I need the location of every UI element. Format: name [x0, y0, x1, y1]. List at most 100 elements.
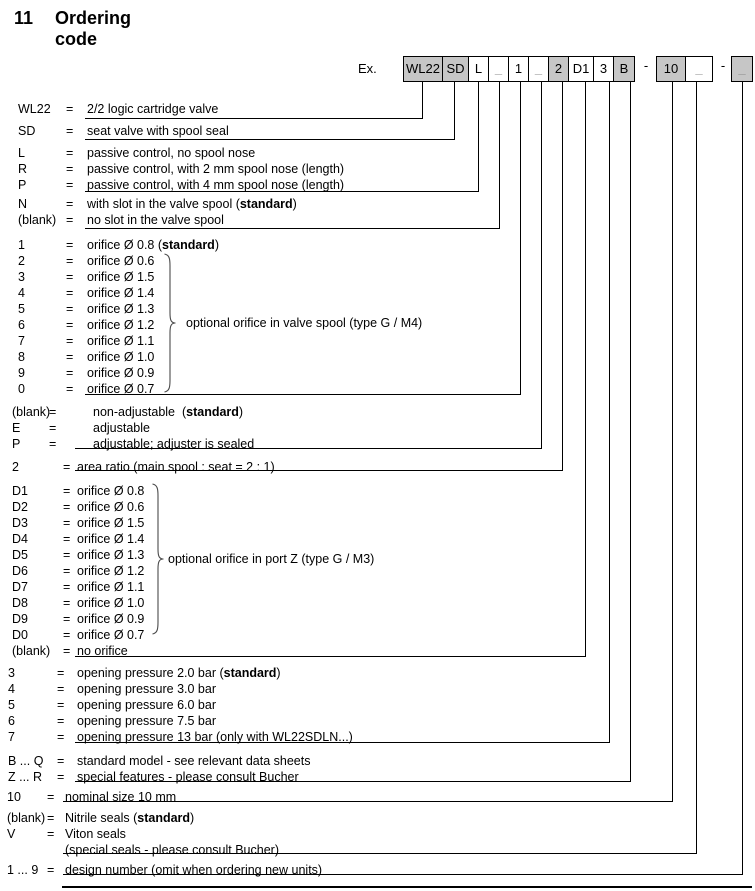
- ordering-code-box: 2: [548, 56, 569, 82]
- code-row: L=passive control, no spool nose: [0, 145, 755, 161]
- equals-sign: =: [63, 516, 71, 530]
- equals-sign: =: [66, 238, 74, 252]
- equals-sign: =: [57, 666, 65, 680]
- description-text: orifice Ø 1.3: [87, 302, 155, 316]
- description-text: (special seals - please consult Bucher): [65, 843, 279, 857]
- code-description: orifice Ø 0.9: [87, 365, 154, 381]
- size-box-strip: 10_: [656, 56, 713, 82]
- description-text: ): [214, 238, 219, 252]
- equals-sign: =: [63, 596, 71, 610]
- connector-line: [630, 82, 631, 782]
- equals-sign: =: [63, 580, 71, 594]
- description-text: opening pressure 2.0 bar (: [77, 666, 224, 680]
- code-value: 4: [8, 682, 15, 696]
- code-value: P: [18, 178, 27, 192]
- code-description: orifice Ø 0.9: [77, 611, 144, 627]
- connector-line: [672, 82, 673, 802]
- equals-sign: =: [49, 421, 57, 435]
- brace-group-label: optional orifice in port Z (type G / M3): [168, 552, 375, 566]
- code-description: orifice Ø 1.3: [87, 301, 154, 317]
- brace-group-label: optional orifice in valve spool (type G …: [186, 316, 423, 330]
- description-text: orifice Ø 1.3: [77, 548, 145, 562]
- code-value: R: [18, 162, 28, 176]
- design-number-box-strip: _: [731, 56, 753, 82]
- code-description: seat valve with spool seal: [87, 123, 229, 139]
- equals-sign: =: [63, 484, 71, 498]
- description-text: opening pressure 6.0 bar: [77, 698, 216, 712]
- ordering-code-box: _: [685, 56, 713, 82]
- code-description: orifice Ø 1.4: [77, 531, 144, 547]
- code-row: 2=orifice Ø 0.6: [0, 253, 755, 269]
- code-row: 6=orifice Ø 1.2: [0, 317, 755, 333]
- code-description: opening pressure 13 bar (only with WL22S…: [77, 729, 353, 745]
- code-description: Viton seals: [65, 826, 126, 842]
- code-description: orifice Ø 1.0: [77, 595, 144, 611]
- equals-sign: =: [63, 548, 71, 562]
- code-description: orifice Ø 1.1: [77, 579, 144, 595]
- code-row: R=passive control, with 2 mm spool nose …: [0, 161, 755, 177]
- code-description: orifice Ø 1.2: [87, 317, 154, 333]
- code-row: 2=area ratio (main spool : seat = 2 : 1): [0, 459, 755, 475]
- ordering-code-box: SD: [442, 56, 469, 82]
- description-text: special features - please consult Bucher: [77, 770, 299, 784]
- description-text: orifice Ø 0.6: [77, 500, 145, 514]
- group-underline: [85, 191, 479, 192]
- group-underline: [75, 656, 586, 657]
- description-text: orifice Ø 0.7: [77, 628, 145, 642]
- code-description: orifice Ø 1.5: [77, 515, 144, 531]
- code-row: 3=opening pressure 2.0 bar (standard): [0, 665, 755, 681]
- standard-emphasis: standard: [186, 405, 239, 419]
- code-row: 5=orifice Ø 1.3: [0, 301, 755, 317]
- code-row: SD=seat valve with spool seal: [0, 123, 755, 139]
- equals-sign: =: [66, 350, 74, 364]
- ordering-code-box: WL22: [403, 56, 443, 82]
- connector-line: [499, 82, 500, 229]
- description-text: orifice Ø 1.0: [77, 596, 145, 610]
- code-description: orifice Ø 0.7: [77, 627, 144, 643]
- code-value: N: [18, 197, 28, 211]
- standard-emphasis: standard: [137, 811, 191, 825]
- code-description: orifice Ø 0.8 (standard): [87, 237, 219, 253]
- code-description: adjustable; adjuster is sealed: [93, 436, 254, 452]
- equals-sign: =: [47, 827, 55, 841]
- group-underline: [85, 118, 423, 119]
- code-value: V: [7, 827, 16, 841]
- code-description: area ratio (main spool : seat = 2 : 1): [77, 459, 275, 475]
- description-text: Nitrile seals (: [65, 811, 138, 825]
- group-underline: [75, 470, 563, 471]
- code-row: 10=nominal size 10 mm: [0, 789, 755, 805]
- code-value: 8: [18, 350, 25, 364]
- standard-emphasis: standard: [223, 666, 277, 680]
- code-row: (blank)=no slot in the valve spool: [0, 212, 755, 228]
- description-text: no orifice: [77, 644, 128, 658]
- code-description: opening pressure 7.5 bar: [77, 713, 216, 729]
- code-description: (special seals - please consult Bucher): [65, 842, 279, 858]
- code-description: no slot in the valve spool: [87, 212, 224, 228]
- code-value: D9: [12, 612, 28, 626]
- code-value: 9: [18, 366, 25, 380]
- code-description: adjustable: [93, 420, 150, 436]
- equals-sign: =: [66, 270, 74, 284]
- code-row: D5=orifice Ø 1.3: [0, 547, 755, 563]
- footer-rule: [62, 886, 752, 888]
- connector-line: [520, 82, 521, 395]
- ordering-code-box: 1: [508, 56, 529, 82]
- code-value: 1 ... 9: [7, 863, 39, 877]
- description-text: orifice Ø 0.9: [77, 612, 145, 626]
- code-value: 7: [18, 334, 25, 348]
- code-row: D8=orifice Ø 1.0: [0, 595, 755, 611]
- code-value: 6: [18, 318, 25, 332]
- connector-line: [422, 82, 423, 119]
- description-text: orifice Ø 1.1: [77, 580, 145, 594]
- description-text: orifice Ø 1.5: [87, 270, 155, 284]
- description-text: passive control, no spool nose: [87, 146, 256, 160]
- code-row: 8=orifice Ø 1.0: [0, 349, 755, 365]
- code-value: D2: [12, 500, 28, 514]
- code-value: D0: [12, 628, 28, 642]
- code-row: 4=orifice Ø 1.4: [0, 285, 755, 301]
- code-description: orifice Ø 1.4: [87, 285, 154, 301]
- ordering-code-box: D1: [568, 56, 594, 82]
- equals-sign: =: [57, 682, 65, 696]
- code-description: non-adjustable (standard): [93, 404, 243, 420]
- code-description: orifice Ø 1.2: [77, 563, 144, 579]
